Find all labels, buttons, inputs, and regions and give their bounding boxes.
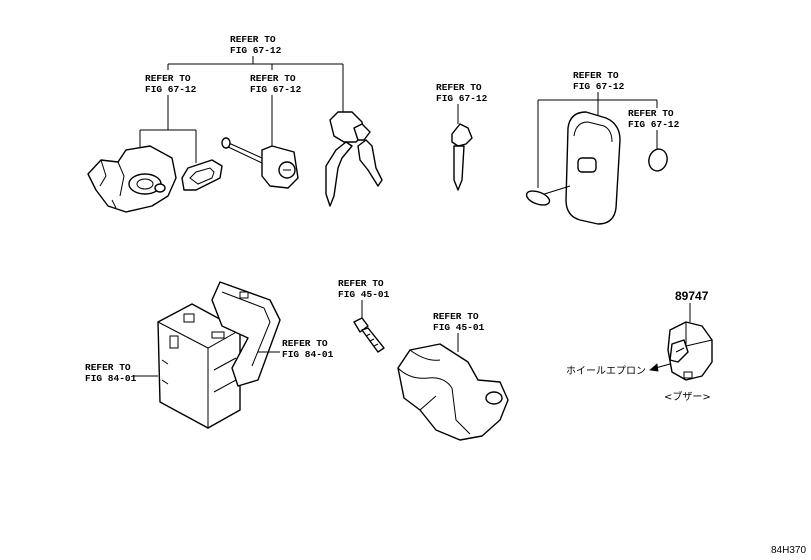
buzzer (667, 321, 713, 381)
buzzer-caption: <ブザー> (664, 390, 711, 403)
leader-lines-top (167, 56, 344, 112)
ref-label-bolt-line1: REFER TO (338, 278, 384, 289)
mounting-bolt (353, 317, 385, 353)
ref-label-ecu-line2: FIG 84-01 (85, 373, 137, 384)
ref-label-left-line1: REFER TO (145, 73, 191, 84)
ref-label-cylinder-line2: FIG 67-12 (250, 84, 302, 95)
ref-label-cylinder-line1: REFER TO (250, 73, 296, 84)
smart-key-fob (537, 111, 621, 225)
key-blade-cover (525, 190, 551, 206)
ignition-cylinder (221, 137, 299, 189)
ref-label-key-line2: FIG 67-12 (436, 93, 488, 104)
ref-label-bolt-line2: FIG 45-01 (338, 289, 390, 300)
ref-label-cover-line2: FIG 45-01 (433, 322, 485, 333)
ref-label-left-line2: FIG 67-12 (145, 84, 197, 95)
steering-lock-housing (87, 145, 177, 213)
ref-label-bracket-line1: REFER TO (282, 338, 328, 349)
ref-label-cover-line1: REFER TO (433, 311, 479, 322)
steering-column-cover (397, 343, 509, 441)
spare-key (451, 123, 473, 191)
figure-code: 84H370 (771, 545, 806, 556)
arrow-icon (649, 363, 671, 372)
ref-label-top-line1: REFER TO (230, 34, 276, 45)
ref-label-battery-line2: FIG 67-12 (628, 119, 680, 130)
transponder-coil (181, 159, 223, 191)
ref-label-top-line2: FIG 67-12 (230, 45, 282, 56)
ref-label-key-line1: REFER TO (436, 82, 482, 93)
ref-label-battery-line1: REFER TO (628, 108, 674, 119)
ref-label-fob-line1: REFER TO (573, 70, 619, 81)
ref-label-bracket-line2: FIG 84-01 (282, 349, 334, 360)
ref-label-ecu-line1: REFER TO (85, 362, 131, 373)
coin-battery (648, 148, 668, 172)
control-module (157, 303, 241, 429)
part-number-label: 89747 (675, 289, 709, 303)
ignition-keys (325, 111, 383, 207)
module-bracket (211, 281, 281, 387)
ref-label-fob-line2: FIG 67-12 (573, 81, 625, 92)
wheel-apron-label: ホイールエプロン (566, 365, 646, 377)
